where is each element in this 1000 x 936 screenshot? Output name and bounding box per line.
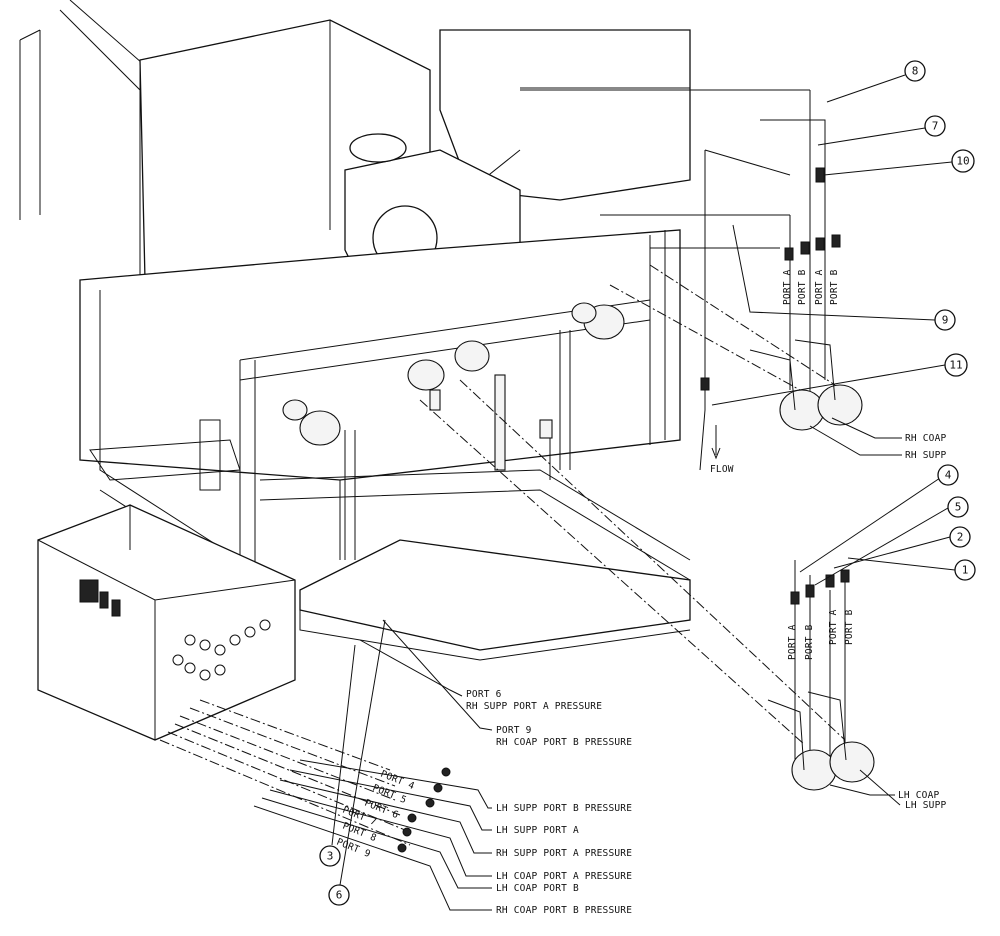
lh-port-a-label: PORT A: [787, 624, 798, 660]
rh-port-a-label: PORT A: [782, 269, 793, 305]
port9-note-desc: RH COAP PORT B PRESSURE: [496, 737, 632, 748]
svg-text:5: 5: [955, 501, 962, 514]
callout-4: 4: [937, 464, 959, 486]
svg-text:1: 1: [962, 564, 969, 577]
port-desc-6: RH COAP PORT B PRESSURE: [496, 905, 632, 916]
lh-supp-label: LH SUPP: [905, 800, 947, 811]
drive-motors: [282, 302, 625, 446]
lh-port-a2-label: PORT A: [828, 609, 839, 645]
rh-supp-label: RH SUPP: [905, 450, 947, 461]
callout-6: 6: [328, 884, 350, 906]
callout-9: 9: [934, 309, 956, 331]
port-desc-2: LH SUPP PORT A: [496, 825, 579, 836]
callout-leaders: [711, 74, 956, 586]
callout-5: 5: [947, 496, 969, 518]
port9-note-title: PORT 9: [496, 725, 532, 736]
valve-leaders: [809, 417, 902, 806]
rh-port-b-label: PORT B: [797, 269, 808, 305]
svg-text:4: 4: [945, 469, 952, 482]
callout-1: 1: [954, 559, 976, 581]
lh-coap-label: LH COAP: [898, 790, 940, 801]
lh-port-labels: PORT A PORT B PORT A PORT B: [787, 609, 855, 660]
port-desc-4: LH COAP PORT A PRESSURE: [496, 871, 632, 882]
rh-port-b2-label: PORT B: [829, 269, 840, 305]
svg-text:11: 11: [949, 359, 962, 372]
svg-text:9: 9: [942, 314, 949, 327]
port-desc-1: LH SUPP PORT B PRESSURE: [496, 803, 632, 814]
control-box: [37, 504, 296, 741]
port-desc-3: RH SUPP PORT A PRESSURE: [496, 848, 632, 859]
rh-coap-label: RH COAP: [905, 433, 947, 444]
hose-routes: [159, 264, 846, 846]
port-panel: [172, 619, 271, 681]
rh-port-a2-label: PORT A: [814, 269, 825, 305]
machine-assembly: [19, 0, 691, 661]
callout-bubbles: 8 7 10 9 11 4 5 2 1 3 6: [319, 60, 976, 906]
svg-text:2: 2: [957, 531, 964, 544]
callout-7: 7: [924, 115, 946, 137]
pressure-notes: PORT 6 RH SUPP PORT A PRESSURE PORT 9 RH…: [466, 689, 632, 748]
svg-text:6: 6: [336, 889, 343, 902]
rh-port-labels: PORT A PORT B PORT A PORT B: [782, 269, 840, 305]
svg-text:3: 3: [327, 850, 334, 863]
svg-text:8: 8: [912, 65, 919, 78]
lh-port-b2-label: PORT B: [844, 609, 855, 645]
panel-fittings: [397, 767, 451, 853]
callout-8: 8: [904, 60, 926, 82]
svg-text:7: 7: [932, 120, 939, 133]
valve-labels: RH COAP RH SUPP FLOW LH SUPP LH COAP: [710, 433, 947, 811]
port-description-labels: LH SUPP PORT B PRESSURE LH SUPP PORT A R…: [496, 803, 632, 916]
callout-10: 10: [951, 149, 975, 173]
lh-port-b-label: PORT B: [804, 624, 815, 660]
callout-11: 11: [944, 353, 968, 377]
lh-valve-group: [767, 560, 875, 791]
port-leaders: [253, 619, 493, 911]
port6-note-desc: RH SUPP PORT A PRESSURE: [466, 701, 602, 712]
port-desc-5: LH COAP PORT B: [496, 883, 579, 894]
svg-text:10: 10: [956, 155, 969, 168]
port6-note-title: PORT 6: [466, 689, 502, 700]
callout-2: 2: [949, 526, 971, 548]
callout-3: 3: [319, 845, 341, 867]
flow-label: FLOW: [710, 464, 734, 475]
